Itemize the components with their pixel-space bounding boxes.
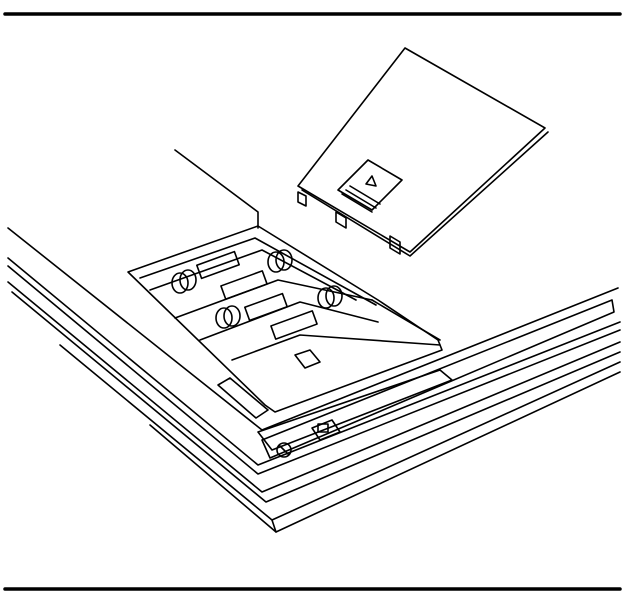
device-body [7, 227, 621, 533]
battery-icon [220, 249, 293, 300]
control-strip [261, 299, 615, 459]
switch-icon [311, 419, 341, 441]
battery-icon [215, 292, 288, 329]
slot [217, 377, 269, 419]
screw-icon [276, 442, 292, 458]
battery-icon [171, 250, 240, 294]
battery-icon [270, 285, 343, 340]
switch-icon [294, 349, 321, 369]
battery-compartment-icon [127, 149, 443, 413]
battery-cover-icon [297, 47, 549, 257]
